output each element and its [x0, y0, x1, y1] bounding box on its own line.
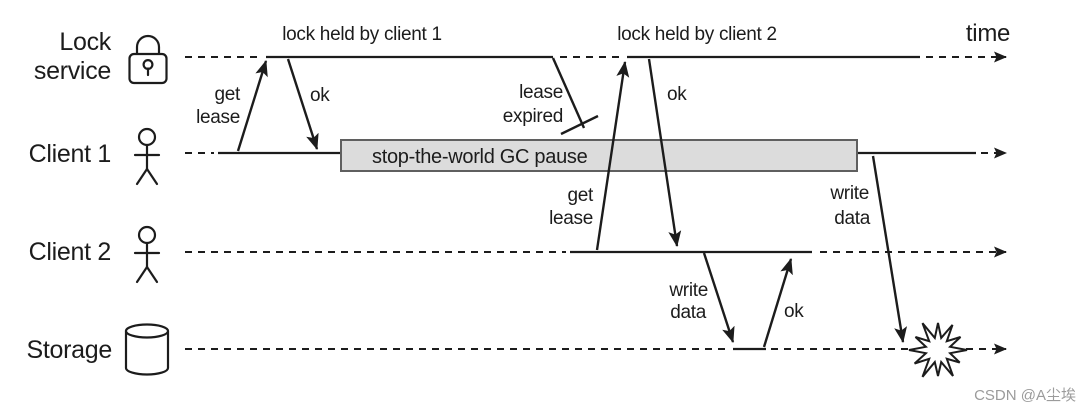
- label-ok-storage: ok: [784, 301, 804, 322]
- person-icon-client2: [133, 225, 161, 284]
- watermark-text: CSDN @A尘埃: [974, 387, 1076, 404]
- label-write-data-client2-line1: write: [668, 280, 708, 301]
- label-write-data-client2-line2: data: [670, 302, 707, 323]
- label-get-lease1-line2: lease: [196, 107, 240, 128]
- arrow-get-lease-client2: [595, 61, 630, 251]
- lane-label-client1: Client 1: [29, 140, 111, 168]
- lane-label-storage: Storage: [27, 336, 112, 364]
- arrow-ok-to-client1: [286, 58, 319, 150]
- label-time: time: [966, 20, 1010, 47]
- label-write-data-client1-line2: data: [834, 208, 871, 229]
- arrow-write-data-client1: [871, 155, 908, 343]
- label-lock-held-by-client2: lock held by client 2: [617, 24, 777, 45]
- label-write-data-client1-line1: write: [829, 183, 869, 204]
- lease-expired-cross-icon: [560, 114, 599, 136]
- label-get-lease2-line1: get: [567, 185, 594, 206]
- gc-pause-box: [340, 139, 858, 172]
- database-icon: [124, 323, 170, 376]
- label-ok1: ok: [310, 85, 330, 106]
- arrow-write-data-client2: [702, 252, 735, 343]
- arrow-get-lease-client1: [236, 60, 268, 152]
- arrow-ok-storage-to-client2: [762, 258, 793, 348]
- padlock-icon: [128, 34, 168, 85]
- label-lock-held-by-client1: lock held by client 1: [282, 24, 442, 45]
- lane-label-lock-service-line2: service: [34, 57, 111, 85]
- label-lease-expired-line1: lease: [519, 82, 563, 103]
- label-get-lease2-line2: lease: [549, 208, 593, 229]
- label-get-lease1-line1: get: [214, 84, 241, 105]
- label-ok2: ok: [667, 84, 687, 105]
- person-icon-client1: [133, 127, 161, 186]
- label-lease-expired-line2: expired: [503, 106, 563, 127]
- crash-burst-icon: [908, 322, 968, 378]
- gc-pause-label: stop-the-world GC pause: [372, 146, 588, 168]
- lane-label-client2: Client 2: [29, 238, 111, 266]
- line-lease-expiry: [551, 57, 586, 129]
- arrow-ok-to-client2: [647, 58, 682, 247]
- lane-label-lock-service-line1: Lock: [59, 28, 111, 56]
